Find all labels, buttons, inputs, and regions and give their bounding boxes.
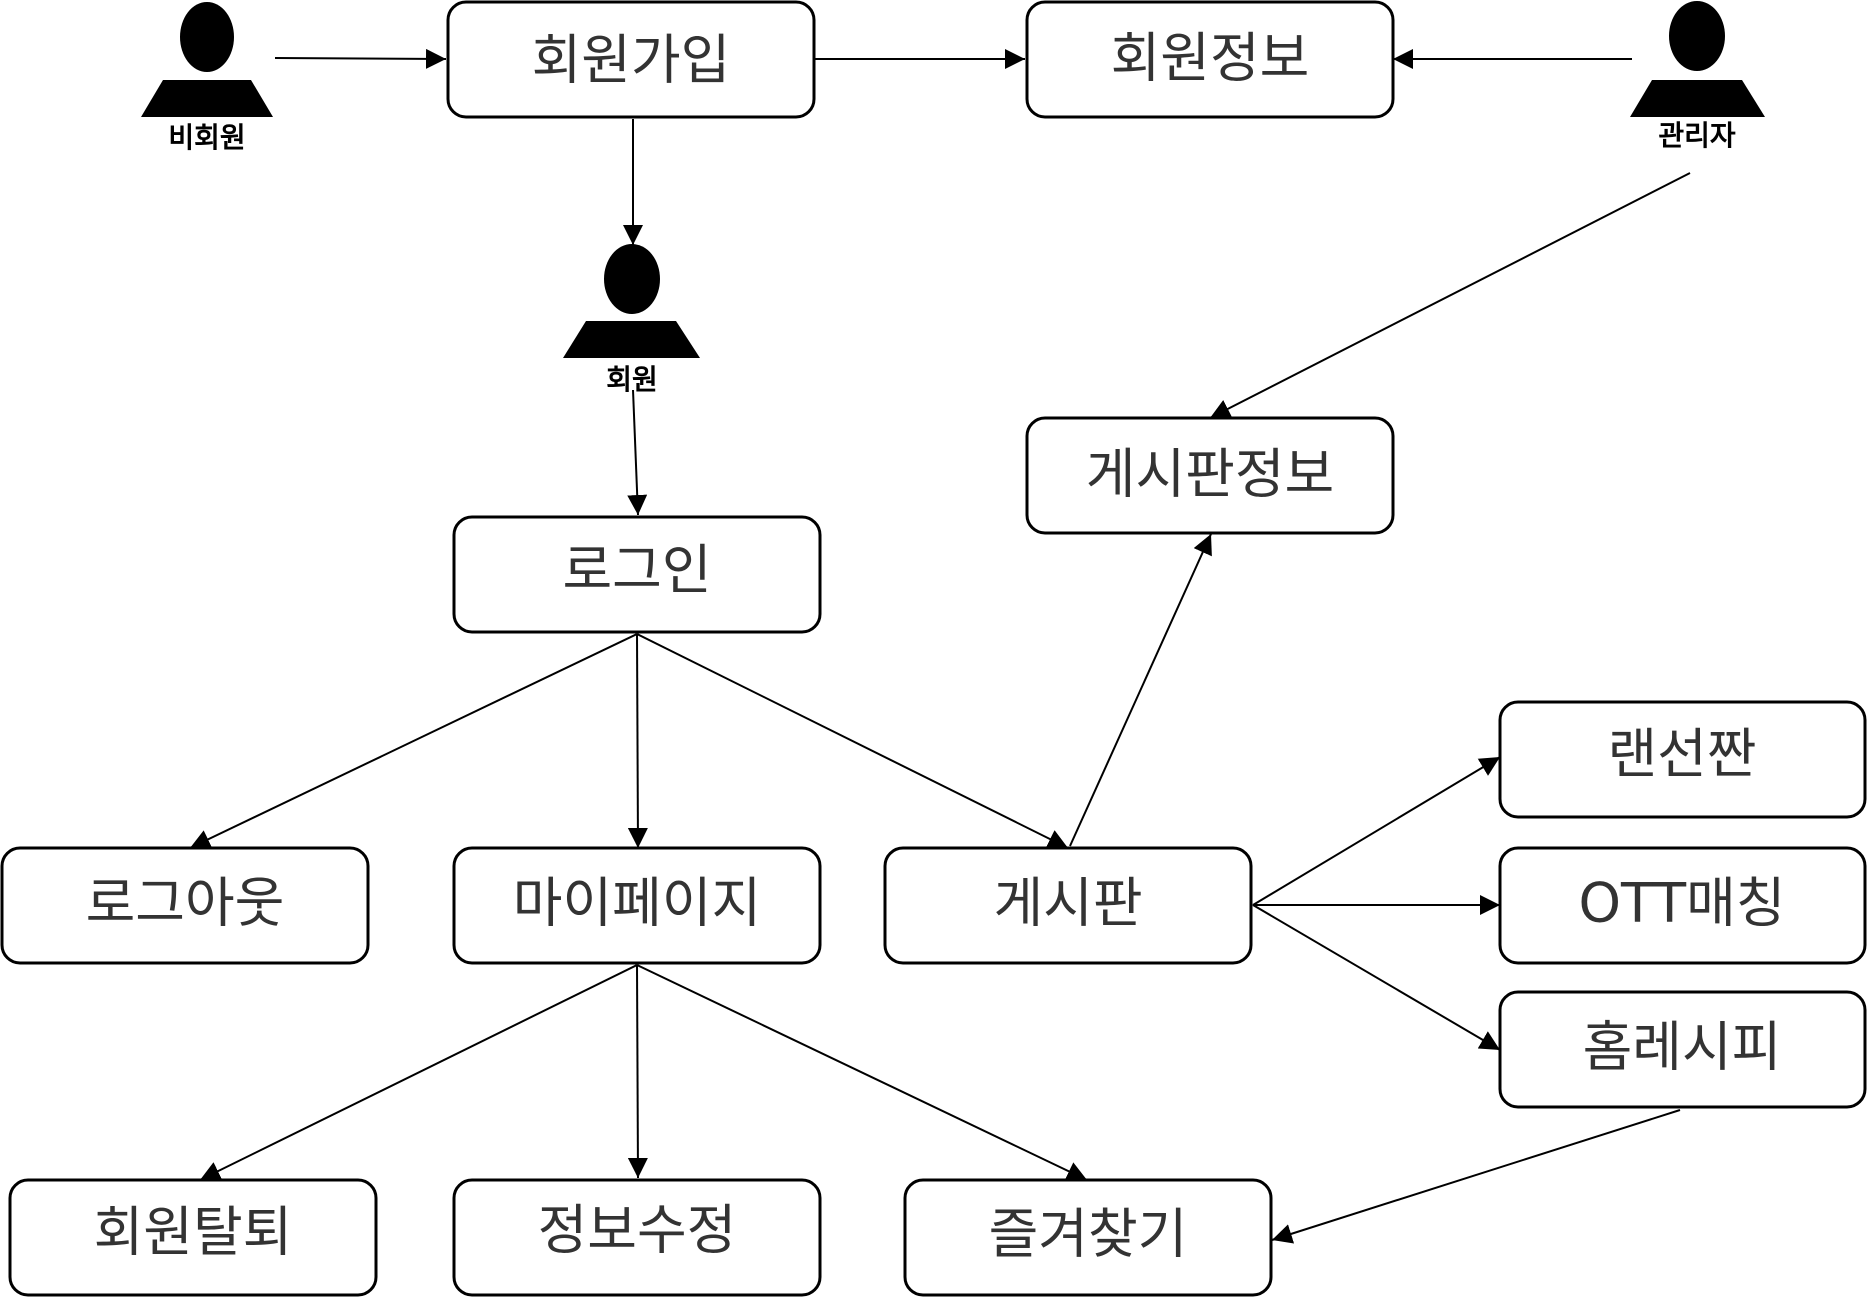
node-label-board: 게시판	[993, 872, 1142, 935]
edge-login-to-mypage	[627, 633, 648, 849]
person-icon	[141, 2, 273, 117]
node-favorites: 즐겨찾기	[903, 1178, 1273, 1297]
node-signup: 회원가입	[446, 0, 816, 119]
edge-login-to-logout	[189, 633, 638, 849]
person-icon	[563, 244, 700, 358]
edge-nonmember-to-signup	[274, 48, 447, 69]
node-label-lunch: 랜선짠	[1607, 723, 1756, 786]
node-label-login: 로그인	[562, 539, 711, 602]
node-editinfo: 정보수정	[452, 1178, 822, 1297]
edge-board-to-lunch	[1252, 756, 1501, 906]
edge-mypage-to-favorites	[636, 964, 1088, 1181]
node-label-mypage: 마이페이지	[513, 872, 761, 935]
actor-label-admin: 관리자	[1658, 119, 1736, 152]
edge-login-to-board	[636, 633, 1069, 849]
edge-mypage-to-editinfo	[627, 964, 648, 1179]
node-mypage: 마이페이지	[452, 846, 822, 965]
node-memberinfo: 회원정보	[1025, 0, 1395, 119]
edge-board-to-boardinfo	[1069, 533, 1212, 847]
edge-mypage-to-withdraw	[199, 964, 638, 1181]
person-icon	[1630, 1, 1765, 117]
node-recipe: 홈레시피	[1498, 990, 1867, 1109]
node-ott: OTT매칭	[1498, 846, 1867, 965]
node-logout: 로그아웃	[0, 846, 370, 965]
node-label-recipe: 홈레시피	[1583, 1016, 1782, 1079]
node-label-withdraw: 회원탈퇴	[94, 1201, 293, 1264]
node-label-editinfo: 정보수정	[538, 1199, 737, 1262]
node-label-signup: 회원가입	[532, 29, 731, 92]
actor-member: 회원	[563, 244, 700, 396]
edge-recipe-to-favorites	[1271, 1109, 1681, 1244]
node-label-logout: 로그아웃	[86, 872, 285, 935]
actor-admin: 관리자	[1630, 1, 1765, 152]
node-label-memberinfo: 회원정보	[1111, 27, 1310, 90]
edges	[189, 48, 1691, 1244]
edge-admin-to-boardinfo	[1209, 172, 1691, 419]
node-lunch: 랜선짠	[1498, 700, 1867, 819]
edge-member-to-login	[627, 389, 648, 516]
actor-label-member: 회원	[606, 363, 658, 396]
node-label-boardinfo: 게시판정보	[1086, 443, 1334, 506]
node-board: 게시판	[883, 846, 1253, 965]
node-withdraw: 회원탈퇴	[8, 1178, 378, 1297]
edge-board-to-recipe	[1252, 904, 1501, 1051]
node-login: 로그인	[452, 515, 822, 634]
node-boardinfo: 게시판정보	[1025, 416, 1395, 535]
actor-label-nonmember: 비회원	[168, 121, 245, 154]
node-label-favorites: 즐겨찾기	[989, 1203, 1188, 1266]
actor-nonmember: 비회원	[141, 2, 273, 154]
node-label-ott: OTT매칭	[1579, 872, 1786, 935]
